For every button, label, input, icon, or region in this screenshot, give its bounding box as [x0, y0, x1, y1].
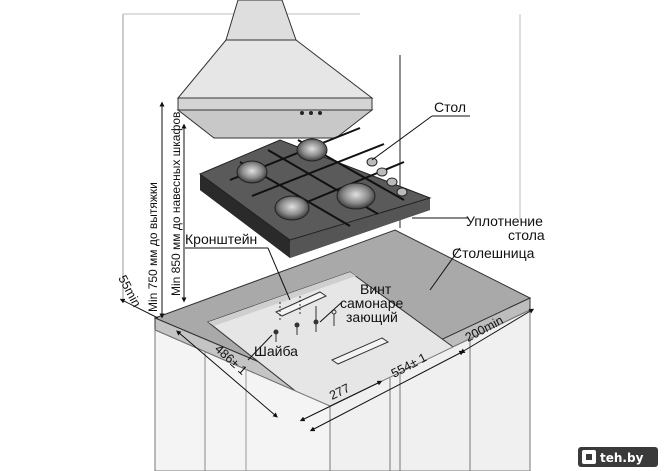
watermark-badge: teh.by [578, 447, 658, 467]
label-washer: Шайба [254, 343, 298, 359]
label-screw-line1: Винт [360, 281, 392, 297]
label-countertop: Столешница [452, 245, 535, 261]
label-screw-line2: самонаре [340, 295, 404, 311]
hood-button-icon [309, 111, 313, 115]
label-screw-line3: зающий [346, 309, 398, 325]
range-hood [176, 0, 374, 139]
burner-icon [296, 138, 328, 162]
knob-icon [396, 187, 408, 197]
dim-min-cabinets: Min 850 мм до навесных шкафов [169, 112, 183, 296]
knob-icon [366, 157, 378, 167]
burner-icon [236, 160, 268, 184]
wall-lines [122, 13, 521, 300]
hood-button-icon [300, 111, 304, 115]
dimension-lines [119, 101, 535, 432]
leader-lines [185, 115, 470, 361]
label-bracket: Кронштейн [185, 231, 257, 247]
label-seal-line1: Уплотнение [466, 213, 543, 229]
label-seal-line2: стола [508, 227, 545, 243]
dim-edge-front: 55min [115, 273, 143, 310]
washer-icon [331, 309, 337, 315]
burner-icon [274, 195, 310, 221]
label-table: Стол [434, 99, 466, 115]
burner-icon [336, 182, 376, 210]
knob-icon [376, 167, 388, 177]
hood-button-icon [318, 111, 322, 115]
dim-min-hood: Min 750 мм до вытяжки [146, 182, 160, 312]
knob-icon [386, 177, 398, 187]
watermark-text: teh.by [600, 451, 644, 465]
gas-hob [198, 127, 432, 258]
